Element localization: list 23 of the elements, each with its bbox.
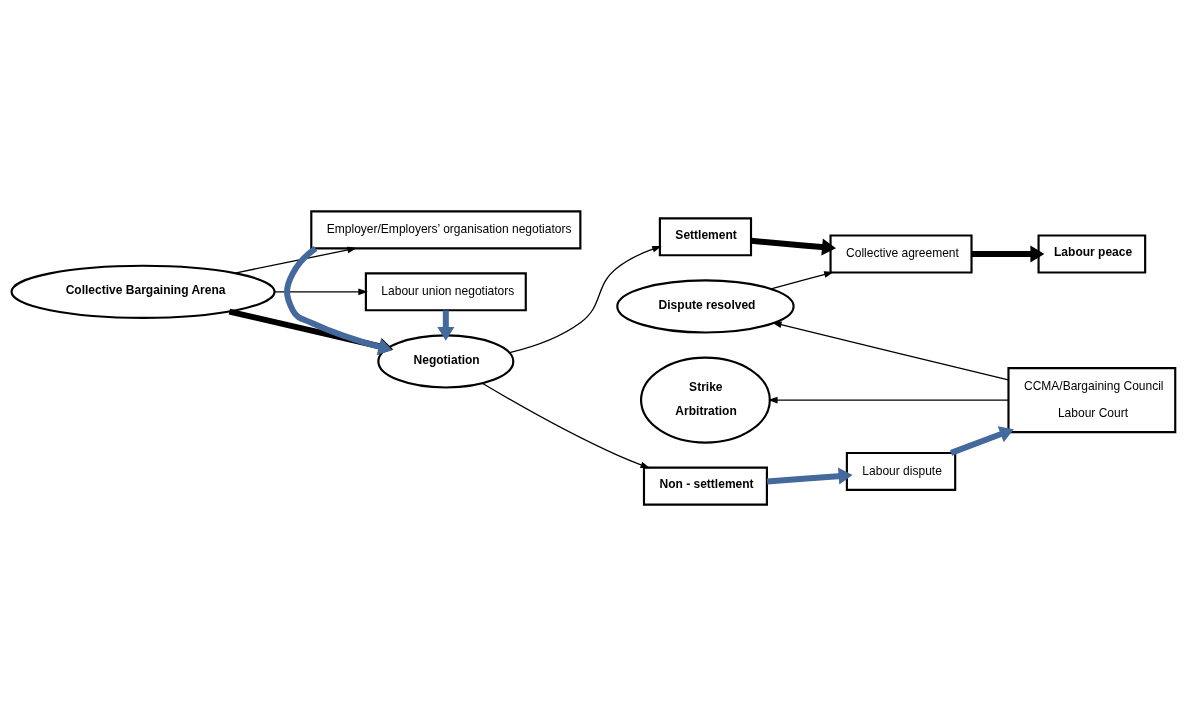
node-box: Labour union negotiators xyxy=(364,271,527,311)
arrow xyxy=(273,288,368,295)
node-ellipse: Strike Arbitration xyxy=(640,356,771,444)
arrow xyxy=(768,396,1009,403)
node-box: Employer/Employers’ organisation negotiators xyxy=(310,209,582,249)
arrow xyxy=(971,244,1045,262)
node-ellipse: Collective Bargaining Arena xyxy=(10,264,276,319)
arrow xyxy=(772,320,1009,381)
node-box: Labour dispute xyxy=(845,451,957,491)
node-box: Collective agreement xyxy=(829,233,973,274)
arrow xyxy=(437,309,455,341)
arrow xyxy=(234,246,357,274)
arrow xyxy=(508,245,662,353)
node-box: Non - settlement xyxy=(642,466,768,506)
arrow xyxy=(766,467,853,485)
node-box: Settlement xyxy=(658,216,753,256)
node-box: CCMA/Bargaining Council Labour Court xyxy=(1007,366,1177,433)
arrow xyxy=(750,237,836,256)
arrow xyxy=(770,270,834,290)
arrow xyxy=(482,382,650,468)
arrow xyxy=(950,425,1014,456)
node-box: Labour peace xyxy=(1037,233,1147,274)
node-ellipse: Dispute resolved xyxy=(616,278,795,334)
